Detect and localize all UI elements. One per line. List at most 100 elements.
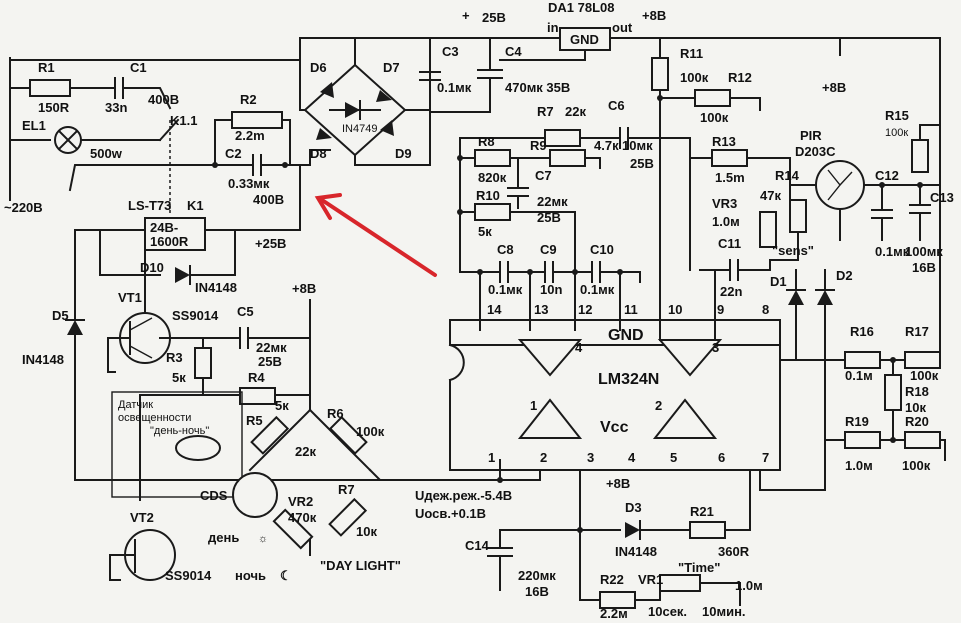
d3-diode (625, 522, 640, 538)
r21-value: 360R (718, 544, 750, 559)
c3-label: C3 (442, 44, 459, 59)
r12-label: R12 (728, 70, 752, 85)
daylight-label: "DAY LIGHT" (320, 558, 401, 573)
opamp-1 (517, 398, 583, 439)
r7-bridge-value: 10к (356, 524, 377, 539)
relay-res-label: 1600R (150, 234, 189, 249)
r5-label: R5 (246, 413, 263, 428)
d6-diode (320, 82, 334, 98)
lm324-chip (448, 319, 781, 471)
cds-photoresistor (232, 472, 278, 518)
r18-label: R18 (905, 384, 929, 399)
u-light-label: Uосв.+0.1В (415, 506, 486, 521)
r3-value: 5к (172, 370, 186, 385)
c2-value: 0.33мк (228, 176, 270, 191)
d5-diode (67, 320, 83, 335)
c14-label: C14 (465, 538, 490, 553)
k1-label: K1 (187, 198, 204, 213)
d9-label: D9 (395, 146, 412, 161)
r21-resistor (689, 521, 726, 539)
r4-label: R4 (248, 370, 265, 385)
p8-right-label: +8В (822, 80, 846, 95)
r7-bridge-resistor (328, 497, 368, 537)
p8-top-label: +8В (642, 8, 666, 23)
opamp-4 (517, 339, 583, 377)
d9-diode (380, 120, 394, 136)
pin2-label: 2 (540, 450, 547, 465)
r18-resistor (884, 374, 902, 411)
d5-label: D5 (52, 308, 69, 323)
vt1-type: SS9014 (172, 308, 219, 323)
amp3-label: 3 (712, 340, 719, 355)
r6-value: 100к (356, 424, 385, 439)
c7-label: C7 (535, 168, 552, 183)
amp2-label: 2 (655, 398, 662, 413)
r11-value: 100к (680, 70, 709, 85)
relay-coil-label: 24В- (150, 220, 178, 235)
c12-label: C12 (875, 168, 899, 183)
pir-label: PIR (800, 128, 822, 143)
vr2-value: 470к (288, 510, 317, 525)
r1-resistor (29, 79, 71, 97)
r8-value: 820к (478, 170, 507, 185)
sensor-box (111, 391, 243, 498)
day-label: день (208, 530, 239, 545)
sensor-line1: Датчик (118, 399, 153, 411)
c6-label: C6 (608, 98, 625, 113)
c5-value: 22мк (256, 340, 287, 355)
vr1-potentiometer (659, 574, 701, 592)
c14-value: 220мк (518, 568, 556, 583)
r9-value: 4.7к (594, 138, 619, 153)
c4-label: C4 (505, 44, 522, 59)
vr3-value: 1.0м (712, 214, 740, 229)
r3-label: R3 (166, 350, 183, 365)
r16-label: R16 (850, 324, 874, 339)
r17-label: R17 (905, 324, 929, 339)
out-label: out (612, 20, 633, 35)
c11-value: 22n (720, 284, 742, 299)
sun-icon: ☼ (258, 533, 268, 545)
da1-label: DA1 78L08 (548, 0, 614, 15)
r17-value: 100к (910, 368, 939, 383)
t-max-label: 10мин. (702, 604, 746, 619)
d7-diode (376, 90, 392, 102)
c13-label: C13 (930, 190, 954, 205)
r1-label: R1 (38, 60, 55, 75)
vr2-potentiometer (272, 508, 314, 550)
p25-top-label: 25В (482, 10, 506, 25)
c13-value: 100мк (905, 244, 943, 259)
r5-value: 22к (295, 444, 316, 459)
t-min-label: 10сек. (648, 604, 687, 619)
r7-resistor (544, 129, 581, 147)
sensor-line3: "день-ночь" (150, 425, 209, 437)
cds-label: CDS (200, 488, 228, 503)
vr1-value: 1.0м (735, 578, 763, 593)
c2-voltage: 400В (253, 192, 284, 207)
r20-value: 100к (902, 458, 931, 473)
r14-resistor (789, 199, 807, 233)
diode-bridge (303, 37, 431, 166)
r3-resistor (194, 347, 212, 379)
el1-label: EL1 (22, 118, 46, 133)
d1-label: D1 (770, 274, 787, 289)
red-arrow (314, 193, 437, 277)
power-supply (419, 27, 941, 331)
r20-resistor (904, 431, 941, 449)
r12-value: 100к (700, 110, 729, 125)
c7-voltage: 25В (537, 210, 561, 225)
pir-section (689, 124, 941, 271)
relay-driver (65, 164, 501, 501)
r21-label: R21 (690, 504, 714, 519)
moon-icon: ☾ (280, 568, 292, 583)
r13-value: 1.5m (715, 170, 745, 185)
r19-value: 1.0м (845, 458, 873, 473)
pir-type: D203C (795, 144, 836, 159)
c12-value: 0.1мк (875, 244, 910, 259)
plus-top-label: + (462, 8, 470, 23)
d7-label: D7 (383, 60, 400, 75)
r13-resistor (711, 149, 748, 167)
r16-resistor (844, 351, 881, 369)
u-hold-label: Uдеж.реж.-5.4В (415, 488, 512, 503)
mains-section (9, 37, 451, 215)
